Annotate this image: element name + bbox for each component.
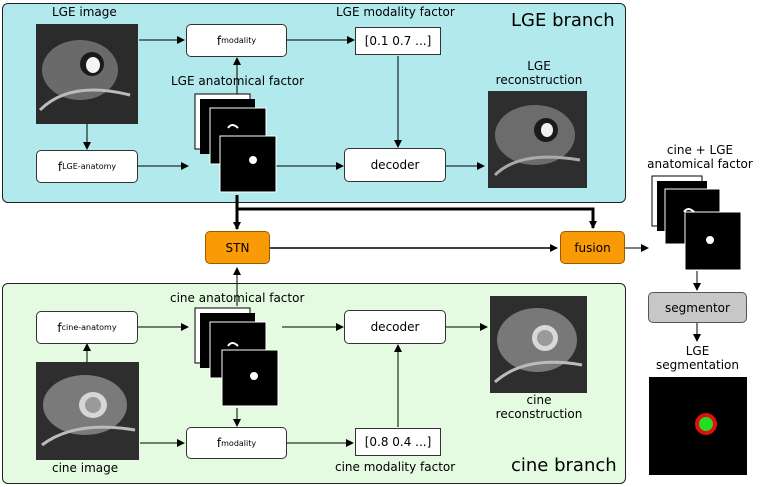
lge-f-modality-sub: modality	[221, 36, 257, 45]
lge-segmentation-label: LGE segmentation	[648, 344, 747, 373]
cine-reconstruction-image	[490, 296, 587, 393]
lge-reconstruction-label-line2: reconstruction	[495, 72, 583, 87]
cine-f-anatomy-main: f	[57, 320, 62, 335]
cine-anatomical-factor-stack	[194, 307, 279, 407]
lge-f-anatomy-sub: LGE-anatomy	[62, 162, 117, 171]
cine-modality-factor-label: cine modality factor	[335, 460, 456, 474]
cine-reconstruction-label-line1: cine	[526, 393, 552, 407]
lge-segmentation-image	[649, 377, 747, 475]
cine-reconstruction-label: cine reconstruction	[480, 393, 598, 422]
fusion-node: fusion	[560, 231, 625, 264]
lge-decoder-node: decoder	[344, 148, 446, 182]
cine-anatomical-factor-label: cine anatomical factor	[170, 291, 305, 305]
fused-factor-label-line1: cine + LGE	[666, 143, 734, 157]
lge-reconstruction-image	[488, 91, 587, 188]
cine-reconstruction-label-line2: reconstruction	[495, 406, 583, 421]
lge-modality-factor-label: LGE modality factor	[336, 5, 455, 19]
lge-segmentation-label-line2: segmentation	[656, 357, 739, 372]
cine-branch-title: cine branch	[511, 455, 617, 476]
cine-image-label: cine image	[52, 461, 119, 475]
lge-reconstruction-label-line1: LGE	[527, 59, 551, 73]
cine-f-modality-sub: modality	[221, 438, 257, 448]
stn-node: STN	[205, 231, 270, 264]
lge-image	[36, 24, 138, 124]
cine-image	[36, 362, 139, 460]
lge-anatomical-factor-stack	[194, 93, 277, 193]
cine-decoder-node: decoder	[344, 310, 446, 344]
fused-factor-label-line2: anatomical factor	[647, 156, 753, 171]
lge-reconstruction-label: LGE reconstruction	[480, 59, 598, 88]
lge-f-modality-main: f	[216, 33, 222, 48]
lge-f-anatomy-main: f	[57, 159, 63, 174]
lge-anatomical-factor-label: LGE anatomical factor	[171, 74, 305, 88]
fused-anatomical-factor-stack	[651, 175, 742, 271]
cine-f-anatomy-sub: cine-anatomy	[61, 323, 117, 332]
segmentor-node: segmentor	[648, 292, 747, 323]
arrow-lge-factor-to-fusion	[237, 207, 597, 229]
lge-modality-vector: [0.1 0.7 ...]	[355, 27, 441, 55]
cine-f-modality-main: f	[216, 436, 222, 450]
lge-branch-title: LGE branch	[511, 10, 615, 31]
cine-modality-vector: [0.8 0.4 ...]	[355, 428, 441, 456]
lge-image-label: LGE image	[52, 5, 117, 19]
lge-segmentation-label-line1: LGE	[685, 344, 710, 358]
fused-factor-label: cine + LGE anatomical factor	[640, 143, 760, 172]
